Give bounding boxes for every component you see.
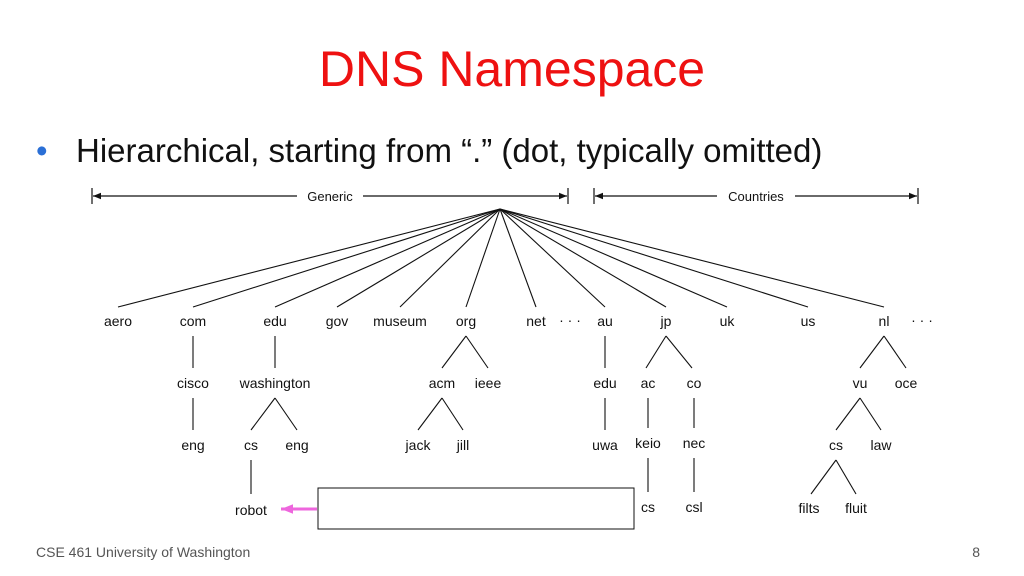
node-au-edu: edu	[593, 375, 616, 391]
footer-course: CSE 461 University of Washington	[36, 544, 251, 560]
node-org: org	[456, 313, 476, 329]
tree-edges	[117, 208, 907, 495]
node-nl: nl	[879, 313, 890, 329]
edge-root-us	[499, 208, 809, 308]
node-ac: ac	[641, 375, 656, 391]
edge-jp-ac	[645, 335, 667, 369]
edge-acm-jill	[441, 397, 464, 431]
edge-root-aero	[117, 208, 501, 308]
edge-root-com	[192, 208, 501, 308]
node-filts: filts	[799, 500, 820, 516]
edge-org-ieee	[465, 335, 489, 369]
node-washington: washington	[239, 375, 311, 391]
generic-range-label: Generic	[307, 189, 353, 204]
ellipsis-countries: · · ·	[911, 312, 933, 328]
node-keio: keio	[635, 435, 661, 451]
tree-nodes: aero com edu gov museum org net · · · au…	[104, 312, 933, 518]
node-fluit: fluit	[845, 500, 867, 516]
node-oce: oce	[895, 375, 918, 391]
node-ieee: ieee	[475, 375, 502, 391]
node-eng-washington: eng	[285, 437, 308, 453]
edge-root-jp	[499, 208, 667, 308]
edge-root-au	[499, 208, 606, 308]
node-acm: acm	[429, 375, 455, 391]
edge-acm-jack	[417, 397, 443, 431]
node-uk: uk	[720, 313, 736, 329]
edge-washington-eng	[274, 397, 298, 431]
edge-cs-filts	[810, 459, 837, 495]
edge-root-org	[465, 208, 501, 308]
edge-cs-fluit	[835, 459, 857, 495]
node-uwa: uwa	[592, 437, 618, 453]
page-number: 8	[972, 544, 980, 560]
edge-root-net	[499, 208, 537, 308]
bullet-text: Hierarchical, starting from “.” (dot, ty…	[76, 132, 823, 169]
node-aero: aero	[104, 313, 132, 329]
callout-box	[317, 487, 635, 530]
node-cs-keio: cs	[641, 499, 655, 515]
edge-vu-cs	[835, 397, 861, 431]
node-vu: vu	[853, 375, 868, 391]
node-co: co	[687, 375, 702, 391]
node-au: au	[597, 313, 613, 329]
node-nec: nec	[683, 435, 706, 451]
edge-root-uk	[499, 208, 728, 308]
ellipsis-generic: · · ·	[559, 312, 581, 328]
range-brackets: Generic Countries	[91, 188, 919, 204]
edge-root-museum	[399, 208, 501, 308]
node-us: us	[801, 313, 816, 329]
edge-nl-oce	[883, 335, 907, 369]
slide-title: DNS Namespace	[318, 41, 706, 97]
node-net: net	[526, 313, 546, 329]
node-cs-washington: cs	[244, 437, 258, 453]
node-gov: gov	[326, 313, 349, 329]
edge-root-edu	[274, 208, 501, 308]
node-jp: jp	[660, 313, 672, 329]
node-museum: museum	[373, 313, 427, 329]
bullet-point: • Hierarchical, starting from “.” (dot, t…	[36, 132, 822, 170]
node-law: law	[870, 437, 892, 453]
edge-org-acm	[441, 335, 467, 369]
edge-root-nl	[499, 208, 885, 308]
countries-range-label: Countries	[728, 189, 784, 204]
node-eng-cisco: eng	[181, 437, 204, 453]
edge-nl-vu	[859, 335, 885, 369]
node-jack: jack	[405, 437, 432, 453]
node-com: com	[180, 313, 206, 329]
bullet-dot-icon: •	[36, 132, 48, 169]
node-jill: jill	[456, 437, 469, 453]
edge-jp-co	[665, 335, 693, 369]
node-cisco: cisco	[177, 375, 209, 391]
node-csl: csl	[685, 499, 702, 515]
node-robot: robot	[235, 502, 267, 518]
edge-vu-law	[859, 397, 882, 431]
edge-washington-cs	[250, 397, 276, 431]
edge-root-gov	[336, 208, 501, 308]
node-cs-vu: cs	[829, 437, 843, 453]
node-edu: edu	[263, 313, 286, 329]
